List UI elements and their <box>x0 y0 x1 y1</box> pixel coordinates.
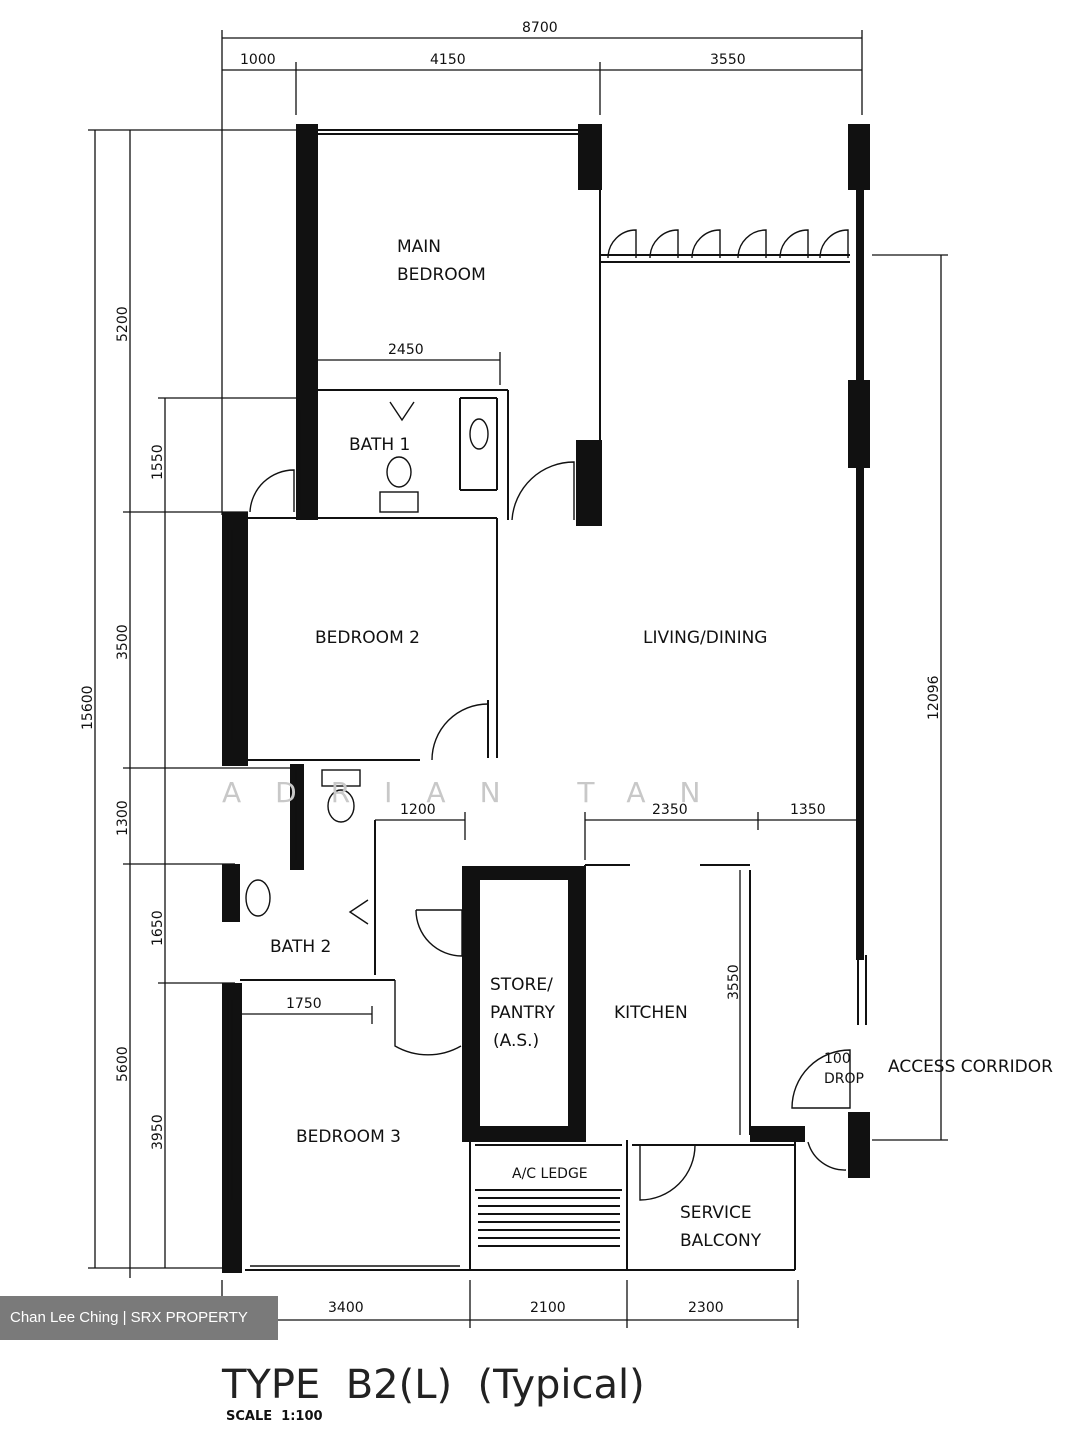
dim-inner-3550: 3550 <box>726 964 742 1000</box>
dim-bottom-2300: 2300 <box>688 1300 724 1316</box>
dim-top-total: 8700 <box>522 20 558 36</box>
drop-number: 100 <box>824 1051 851 1067</box>
ac-ledge-grille <box>478 1197 620 1247</box>
watermark: ADRIAN TAN <box>222 776 734 809</box>
bedroom3-label: BEDROOM 3 <box>296 1127 401 1147</box>
dim-top-4150: 4150 <box>430 52 466 68</box>
thin-walls <box>240 129 867 1271</box>
dim-bottom-2100: 2100 <box>530 1300 566 1316</box>
sanitary-fixtures <box>245 401 489 925</box>
store-label-line3: (A.S.) <box>493 1031 539 1051</box>
kitchen-label: KITCHEN <box>614 1003 688 1023</box>
dim-left-3500: 3500 <box>115 624 131 660</box>
dim-inner-2350: 2350 <box>652 802 688 818</box>
dim-left-1300: 1300 <box>115 800 131 836</box>
store-label-line1: STORE/ <box>490 975 553 995</box>
bath1-label: BATH 1 <box>349 435 410 455</box>
dim-top-1000: 1000 <box>240 52 276 68</box>
dimension-lines <box>88 30 948 1328</box>
plan-title: TYPE B2(L) (Typical) <box>221 1362 645 1408</box>
scale-label: SCALE 1:100 <box>226 1409 323 1424</box>
main-bedroom-label-line2: BEDROOM <box>397 265 486 285</box>
dim-inner-1750: 1750 <box>286 996 322 1012</box>
store-label-line2: PANTRY <box>490 1003 556 1023</box>
living-dining-label: LIVING/DINING <box>643 628 767 648</box>
main-bedroom-label-line1: MAIN <box>397 237 441 257</box>
service-balcony-label-line1: SERVICE <box>680 1203 752 1223</box>
access-corridor-label: ACCESS CORRIDOR <box>888 1057 1053 1077</box>
dim-left-5600: 5600 <box>115 1046 131 1082</box>
doors <box>249 229 851 1201</box>
bedroom2-label: BEDROOM 2 <box>315 628 420 648</box>
dim-left-1550: 1550 <box>150 444 166 480</box>
dim-left-15600: 15600 <box>80 685 96 730</box>
drop-label: DROP <box>824 1071 864 1087</box>
thick-walls <box>222 124 870 1273</box>
dim-inner-1200: 1200 <box>400 802 436 818</box>
service-balcony-label-line2: BALCONY <box>680 1231 762 1251</box>
dim-right-12096: 12096 <box>926 675 942 720</box>
dim-inner-1350: 1350 <box>790 802 826 818</box>
dim-inner-2450: 2450 <box>388 342 424 358</box>
bath2-label: BATH 2 <box>270 937 331 957</box>
dim-top-3550: 3550 <box>710 52 746 68</box>
ac-ledge-label: A/C LEDGE <box>512 1166 588 1182</box>
windows <box>227 410 460 1267</box>
dim-left-3950: 3950 <box>150 1114 166 1150</box>
dim-bottom-3400: 3400 <box>328 1300 364 1316</box>
dim-left-5200: 5200 <box>115 306 131 342</box>
credit-banner: Chan Lee Ching | SRX PROPERTY <box>0 1296 278 1340</box>
dim-left-1650: 1650 <box>150 910 166 946</box>
